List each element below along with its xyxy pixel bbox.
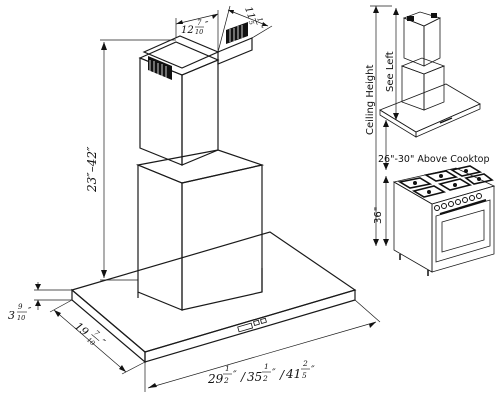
canopy-thickness-unit: ″	[28, 307, 32, 317]
installation-diagram: Ceiling Height See Left	[365, 5, 496, 276]
canopy	[70, 231, 357, 364]
canopy-thickness-den: 10	[17, 314, 25, 322]
range-knobs	[434, 193, 482, 211]
dim-chimney-width: 12 7 10 ″	[175, 10, 219, 52]
chimney-depth-unit: ″	[253, 25, 264, 32]
width-1-unit: ″	[233, 370, 237, 381]
control-panel	[237, 317, 267, 333]
svg-text:/: /	[240, 370, 247, 384]
chimney-depth-num: 1	[255, 16, 264, 23]
above-cooktop-label: 26"-30" Above Cooktop	[378, 154, 490, 165]
canopy-thickness-whole: 3	[8, 309, 15, 322]
width-3-whole: 41	[285, 367, 301, 381]
width-2-num: 1	[264, 362, 269, 371]
small-hood	[379, 11, 481, 138]
width-2-unit: ″	[272, 368, 276, 379]
width-1-whole: 29	[207, 372, 224, 386]
canopy-depth-num: 7	[92, 329, 101, 338]
vent-slots-left	[148, 56, 172, 80]
main-hood-drawing: 12 7 10 ″ 11 1 5 ″	[8, 5, 381, 392]
chimney-width-den: 10	[195, 28, 203, 36]
range-stove	[392, 165, 496, 276]
width-2-whole: 35	[247, 370, 262, 384]
chimney-width-num: 7	[197, 19, 202, 27]
vent-slots-right	[226, 22, 248, 44]
width-1-num: 1	[225, 364, 230, 373]
upper-chimney	[138, 22, 253, 166]
chimney-height-label: 23″–42″	[85, 146, 99, 193]
dim-chimney-depth: 11 1 5 ″	[217, 5, 273, 53]
chimney-width-whole: 12	[181, 25, 194, 36]
canopy-depth-whole: 19	[72, 320, 91, 339]
ceiling-height-label: Ceiling Height	[365, 65, 376, 135]
dim-counter-height: 36"	[373, 176, 389, 246]
dim-see-left: See Left	[385, 8, 399, 120]
width-option-2: 35 1 2 ″	[247, 362, 276, 384]
width-3-num: 2	[302, 359, 308, 368]
dim-canopy-width: 29 1 2 ″ / 35 1 2 ″ / 41 2 5 ″	[144, 299, 381, 392]
dim-above-cooktop: 26"-30" Above Cooktop	[378, 120, 490, 170]
burner-grates	[397, 165, 494, 198]
dim-ceiling-height: Ceiling Height	[365, 5, 392, 246]
width-1-den: 2	[223, 376, 229, 385]
width-3-den: 5	[302, 371, 307, 380]
dim-canopy-thickness: 3 9 10 ″	[8, 282, 72, 322]
dim-chimney-height: 23″–42″	[85, 39, 176, 281]
svg-text:/: /	[279, 368, 286, 382]
width-3-unit: ″	[311, 365, 315, 376]
width-option-1: 29 1 2 ″	[207, 364, 237, 386]
chimney-depth-whole: 11	[242, 5, 257, 21]
counter-height-label: 36"	[373, 207, 384, 224]
canopy-depth-unit: ″	[97, 338, 106, 348]
width-option-3: 41 2 5 ″	[285, 359, 315, 381]
see-left-label: See Left	[385, 51, 396, 92]
width-2-den: 2	[262, 374, 268, 383]
canopy-depth-den: 10	[85, 336, 96, 347]
lower-chimney	[135, 149, 265, 311]
chimney-width-unit: ″	[205, 21, 209, 31]
canopy-thickness-num: 9	[18, 303, 23, 311]
chimney-depth-den: 5	[247, 19, 256, 26]
